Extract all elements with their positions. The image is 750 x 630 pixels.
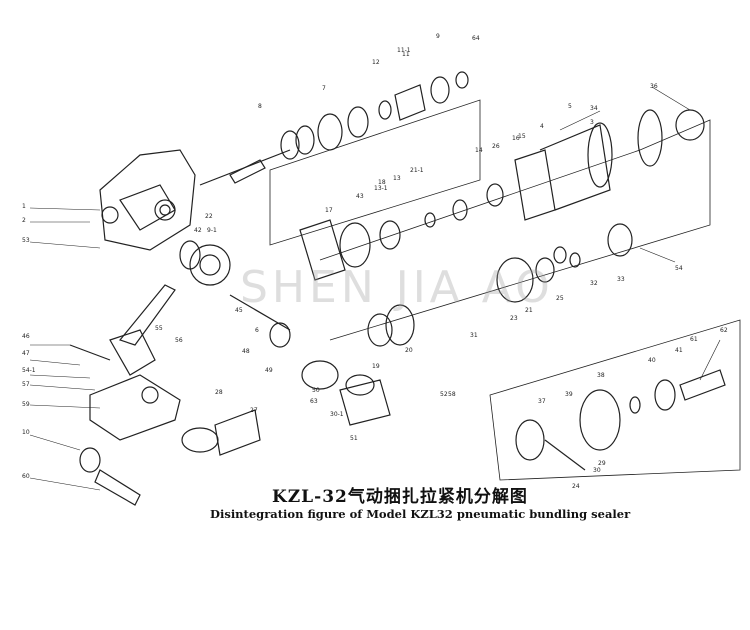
part-label-39: 39: [565, 391, 573, 398]
part-label-13-1: 13-1: [374, 185, 388, 192]
part-label-19: 19: [372, 363, 380, 370]
part-label-22: 22: [205, 213, 213, 220]
part-label-49: 49: [265, 367, 273, 374]
cylinder-assembly: [514, 109, 705, 221]
part-label-32: 32: [590, 280, 598, 287]
part-label-9: 9: [436, 33, 440, 40]
exploded-view-diagram: 1234567899-1101111-1121313-1141516171819…: [0, 0, 741, 506]
bottom-right-unit: [515, 369, 726, 471]
leader-lines: [29, 86, 721, 491]
part-label-54: 54: [675, 265, 683, 272]
part-label-63: 63: [310, 398, 318, 405]
part-label-46: 46: [22, 333, 30, 340]
middle-right-parts: [367, 257, 555, 347]
part-label-42: 42: [194, 227, 202, 234]
part-label-38: 38: [597, 372, 605, 379]
diagram-title-cn: KZL-32气动捆扎拉紧机分解图: [272, 487, 528, 507]
part-label-26: 26: [492, 143, 500, 150]
part-label-13: 13: [393, 175, 401, 182]
part-label-31: 31: [470, 332, 478, 339]
part-label-62: 62: [720, 327, 728, 334]
part-label-61: 61: [690, 336, 698, 343]
part-label-51: 51: [350, 435, 358, 442]
part-label-23: 23: [510, 315, 518, 322]
part-label-27: 27: [250, 407, 258, 414]
part-label-41: 41: [675, 347, 683, 354]
part-label-11: 11: [402, 51, 410, 58]
part-label-16: 16: [512, 135, 520, 142]
gear-assembly: [179, 240, 391, 426]
part-label-45: 45: [235, 307, 243, 314]
part-label-47: 47: [22, 350, 30, 357]
part-label-21-1: 21-1: [410, 167, 424, 174]
part-label-29: 29: [598, 460, 606, 467]
part-label-6: 6: [255, 327, 259, 334]
part-label-5: 5: [568, 103, 572, 110]
part-label-30-1: 30-1: [330, 411, 344, 418]
part-label-65: 65: [0, 0, 8, 2]
part-label-33: 33: [617, 276, 625, 283]
part-label-57: 57: [22, 381, 30, 388]
part-label-15: 15: [518, 133, 526, 140]
part-label-43: 43: [356, 193, 364, 200]
part-label-40: 40: [648, 357, 656, 364]
part-label-1: 1: [22, 203, 26, 210]
part-label-7: 7: [322, 85, 326, 92]
part-label-69: 69: [0, 0, 8, 2]
main-housing: [99, 149, 196, 251]
part-label-18: 18: [378, 179, 386, 186]
part-label-53: 53: [22, 237, 30, 244]
part-label-9-1: 9-1: [207, 227, 217, 234]
part-label-11-1: 11-1: [397, 47, 411, 54]
part-label-12: 12: [372, 59, 380, 66]
part-label-37: 37: [538, 398, 546, 405]
part-label-55: 55: [155, 325, 163, 332]
part-label-8: 8: [258, 103, 262, 110]
part-label-52: 52: [440, 391, 448, 398]
part-label-10: 10: [22, 429, 30, 436]
part-label-4: 4: [540, 123, 544, 130]
part-label-54-1: 54-1: [22, 367, 36, 374]
part-label-21: 21: [525, 307, 533, 314]
part-label-58: 58: [448, 391, 456, 398]
part-label-14: 14: [475, 147, 483, 154]
part-label-64: 64: [472, 35, 480, 42]
part-label-48: 48: [242, 348, 250, 355]
diagram-title-en: Disintegration figure of Model KZL32 pne…: [210, 507, 631, 521]
watermark: SHEN JIA AO: [240, 262, 554, 313]
middle-row-parts: [299, 183, 633, 281]
part-label-34: 34: [590, 105, 598, 112]
lever-assembly: [69, 284, 261, 506]
part-label-3: 3: [590, 119, 594, 126]
part-label-56: 56: [175, 337, 183, 344]
part-label-24: 24: [572, 483, 580, 490]
part-label-25: 25: [556, 295, 564, 302]
part-label-2: 2: [22, 217, 26, 224]
part-label-28: 28: [215, 389, 223, 396]
part-label-36: 36: [650, 83, 658, 90]
part-label-60: 60: [22, 473, 30, 480]
part-label-59: 59: [22, 401, 30, 408]
part-label-17: 17: [325, 207, 333, 214]
part-number-labels: 1234567899-1101111-1121313-1141516171819…: [0, 0, 728, 490]
part-label-30: 30: [593, 467, 601, 474]
top-shaft-assembly: [199, 71, 469, 186]
part-label-50: 50: [312, 387, 320, 394]
part-label-20: 20: [405, 347, 413, 354]
